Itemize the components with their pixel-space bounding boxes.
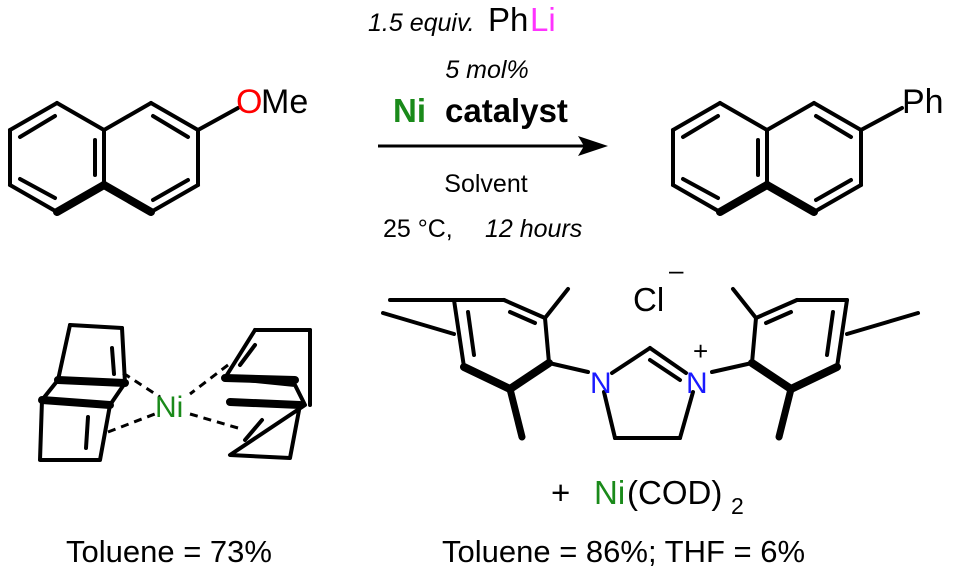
yields-right: Toluene = 86%; THF = 6% <box>442 534 805 569</box>
temperature-label: 25 °C, <box>383 215 453 243</box>
reagent-ph: Ph <box>488 1 528 38</box>
nhc-precursor-structure <box>388 287 849 441</box>
ni-center-label: Ni <box>155 391 183 424</box>
reactant-2-methoxynaphthalene <box>8 101 240 216</box>
time-label: 12 hours <box>485 215 582 243</box>
catalyst-loading: 5 mol% <box>445 56 528 84</box>
catalyst-ni-cod2-structure <box>38 323 312 462</box>
cation-charge: + <box>693 336 708 366</box>
reaction-arrow <box>378 136 608 156</box>
nitrogen-right-label: N <box>686 367 708 400</box>
ni-cod2-subscript: 2 <box>731 493 744 519</box>
anion-charge: – <box>669 255 684 285</box>
methyl-label: Me <box>261 83 308 121</box>
ni-cod2-metal: Ni <box>594 474 625 511</box>
chloride-label: Cl <box>633 281 664 318</box>
catalyst-word: catalyst <box>445 92 568 129</box>
ni-cod-coordination-bonds <box>107 363 239 434</box>
mesityl-para-methyls <box>381 311 920 336</box>
toluene-yield-left: Toluene = 73% <box>66 534 272 569</box>
phenyl-label: Ph <box>902 83 944 121</box>
nitrogen-left-label: N <box>590 367 612 400</box>
plus-sign: + <box>551 474 570 511</box>
reagent-li: Li <box>530 1 556 38</box>
solvent-label: Solvent <box>444 170 527 198</box>
product-2-phenylnaphthalene <box>671 101 904 216</box>
oxygen-label: O <box>236 83 262 121</box>
reagent-amount: 1.5 equiv. <box>368 9 475 37</box>
ni-cod2-ligand: (COD) <box>627 474 722 511</box>
catalyst-metal: Ni <box>393 92 426 129</box>
